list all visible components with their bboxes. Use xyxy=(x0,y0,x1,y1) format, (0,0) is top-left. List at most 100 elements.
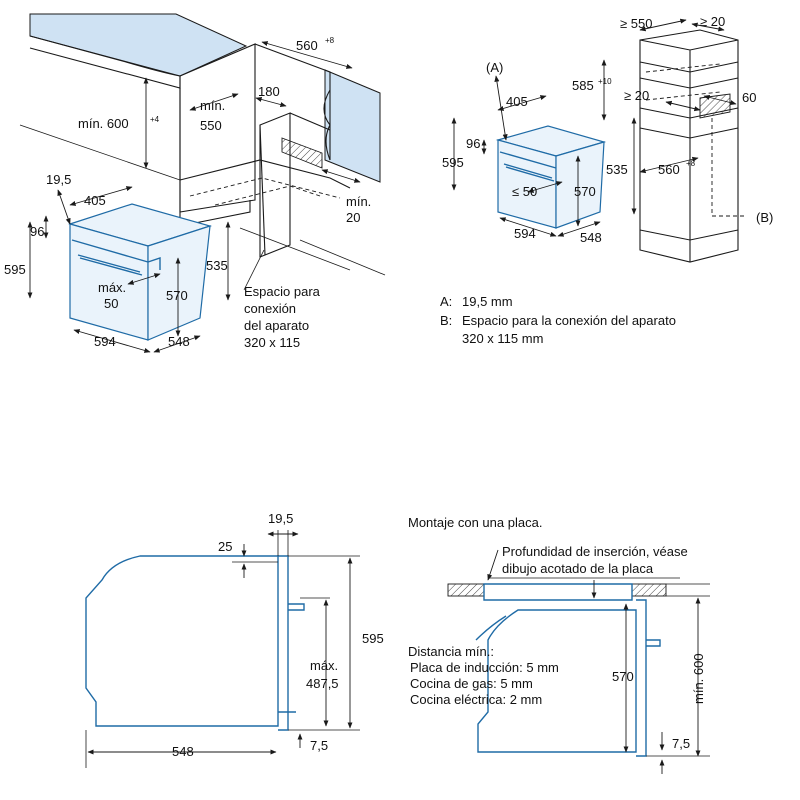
label-19-5: 19,5 xyxy=(268,511,293,526)
oven-side-profile xyxy=(85,555,279,727)
label-max: máx. xyxy=(310,658,338,673)
dim-line xyxy=(255,97,287,107)
dist-title: Distancia mín.: xyxy=(408,644,494,659)
floor-line-right xyxy=(299,239,386,276)
countertop xyxy=(29,13,248,77)
label-rear-20: 20 xyxy=(346,210,360,225)
dim-line xyxy=(73,329,151,353)
dim-line xyxy=(497,95,547,111)
diagram-tall-cabinet: (A) ≥ 550 ≥ 20 585 +10 405 ≥ 20 60 96 59… xyxy=(442,14,773,263)
niche-floor-dashed-2 xyxy=(214,185,321,206)
label-600-tol: +4 xyxy=(150,115,160,124)
dist-gas: Cocina de gas: 5 mm xyxy=(410,676,533,691)
dim-line xyxy=(557,221,601,237)
label-548: 548 xyxy=(172,744,194,759)
dim-line xyxy=(153,335,201,353)
dim-line xyxy=(665,100,701,112)
dim-line xyxy=(527,181,563,193)
label-a: (A) xyxy=(486,60,503,75)
oven-handle xyxy=(77,254,143,276)
label-b: (B) xyxy=(756,210,773,225)
label-595: 595 xyxy=(362,631,384,646)
connection-space xyxy=(281,137,323,169)
label-548: 548 xyxy=(580,230,602,245)
legend-a-key: A: xyxy=(440,294,452,309)
label-560: 560 xyxy=(658,162,680,177)
label-max: máx. xyxy=(98,280,126,295)
wall-break xyxy=(323,89,331,161)
oven-knob xyxy=(646,639,661,647)
oven-panel-line xyxy=(71,239,149,263)
label-space-2: conexión xyxy=(244,301,296,316)
legend-a-text: 19,5 mm xyxy=(462,294,513,309)
dim-line xyxy=(321,169,361,183)
cabinet-shelf-top xyxy=(639,61,739,89)
label-min-600: mín. 600 xyxy=(78,116,129,131)
tall-cabinet-edges xyxy=(639,39,739,262)
dim-line xyxy=(189,93,239,111)
label-595: 595 xyxy=(442,155,464,170)
label-594: 594 xyxy=(94,334,116,349)
label-585-tol: +10 xyxy=(598,77,612,86)
cabinet-dashed xyxy=(645,63,721,101)
label-535: 535 xyxy=(606,162,628,177)
diagram-with-hob: Montaje con una placa. Profundidad de in… xyxy=(408,515,710,774)
label-405: 405 xyxy=(84,193,106,208)
diagram-side-profile: 19,5 25 595 máx. 487,5 7,5 548 xyxy=(85,511,384,768)
cabinet-shelf-bottom xyxy=(639,229,739,241)
label-560-tol: +8 xyxy=(325,36,335,45)
hob xyxy=(483,583,633,601)
label-min-600: mín. 600 xyxy=(691,653,706,704)
oven-side xyxy=(147,225,211,341)
label-487-5: 487,5 xyxy=(306,676,339,691)
niche-right-edge xyxy=(259,124,266,256)
hob-note-2: dibujo acotado de la placa xyxy=(502,561,654,576)
label-space-3: del aparato xyxy=(244,318,309,333)
label-7-5: 7,5 xyxy=(672,736,690,751)
label-le-50: ≤ 50 xyxy=(512,184,537,199)
diagram-under-counter: 560 +8 mín. 600 +4 mín. 550 180 mín. 20 … xyxy=(4,13,386,353)
niche-back-line xyxy=(289,112,331,131)
label-min: mín. xyxy=(200,98,225,113)
dim-line xyxy=(639,18,687,32)
label-560-tol: +8 xyxy=(686,159,696,168)
label-180: 180 xyxy=(258,84,280,99)
dim-line xyxy=(691,22,725,32)
dim-line xyxy=(639,156,699,174)
legend-b-text-1: Espacio para la conexión del aparato xyxy=(462,313,676,328)
label-570: 570 xyxy=(166,288,188,303)
dim-line xyxy=(127,273,161,285)
worktop-right xyxy=(631,583,667,597)
oven-front-panel xyxy=(636,599,647,757)
dim-line xyxy=(57,189,71,225)
legend-b-key: B: xyxy=(440,313,452,328)
dist-induction: Placa de inducción: 5 mm xyxy=(410,660,559,675)
label-570: 570 xyxy=(574,184,596,199)
floor-line-mid xyxy=(239,227,351,271)
label-550: 550 xyxy=(200,118,222,133)
label-25: 25 xyxy=(218,539,232,554)
label-595: 595 xyxy=(4,262,26,277)
label-60: 60 xyxy=(742,90,756,105)
label-96: 96 xyxy=(30,224,44,239)
label-19-5: 19,5 xyxy=(46,172,71,187)
label-570: 570 xyxy=(612,669,634,684)
hob-note-1: Profundidad de inserción, véase xyxy=(502,544,688,559)
label-560: 560 xyxy=(296,38,318,53)
oven-front-panel xyxy=(278,555,289,731)
label-20-mid: ≥ 20 xyxy=(624,88,649,103)
label-space-1: Espacio para xyxy=(244,284,321,299)
label-594: 594 xyxy=(514,226,536,241)
label-7-5: 7,5 xyxy=(310,738,328,753)
leader-b xyxy=(711,118,744,217)
oven2-panel-line xyxy=(499,151,557,169)
dim-line xyxy=(261,41,353,69)
leader-note xyxy=(487,549,499,581)
label-550: ≥ 550 xyxy=(620,16,652,31)
dim-line xyxy=(703,94,737,106)
oven2-handle xyxy=(503,163,555,182)
label-548: 548 xyxy=(168,334,190,349)
oven-top-curve xyxy=(475,615,507,641)
label-20-top: ≥ 20 xyxy=(700,14,725,29)
